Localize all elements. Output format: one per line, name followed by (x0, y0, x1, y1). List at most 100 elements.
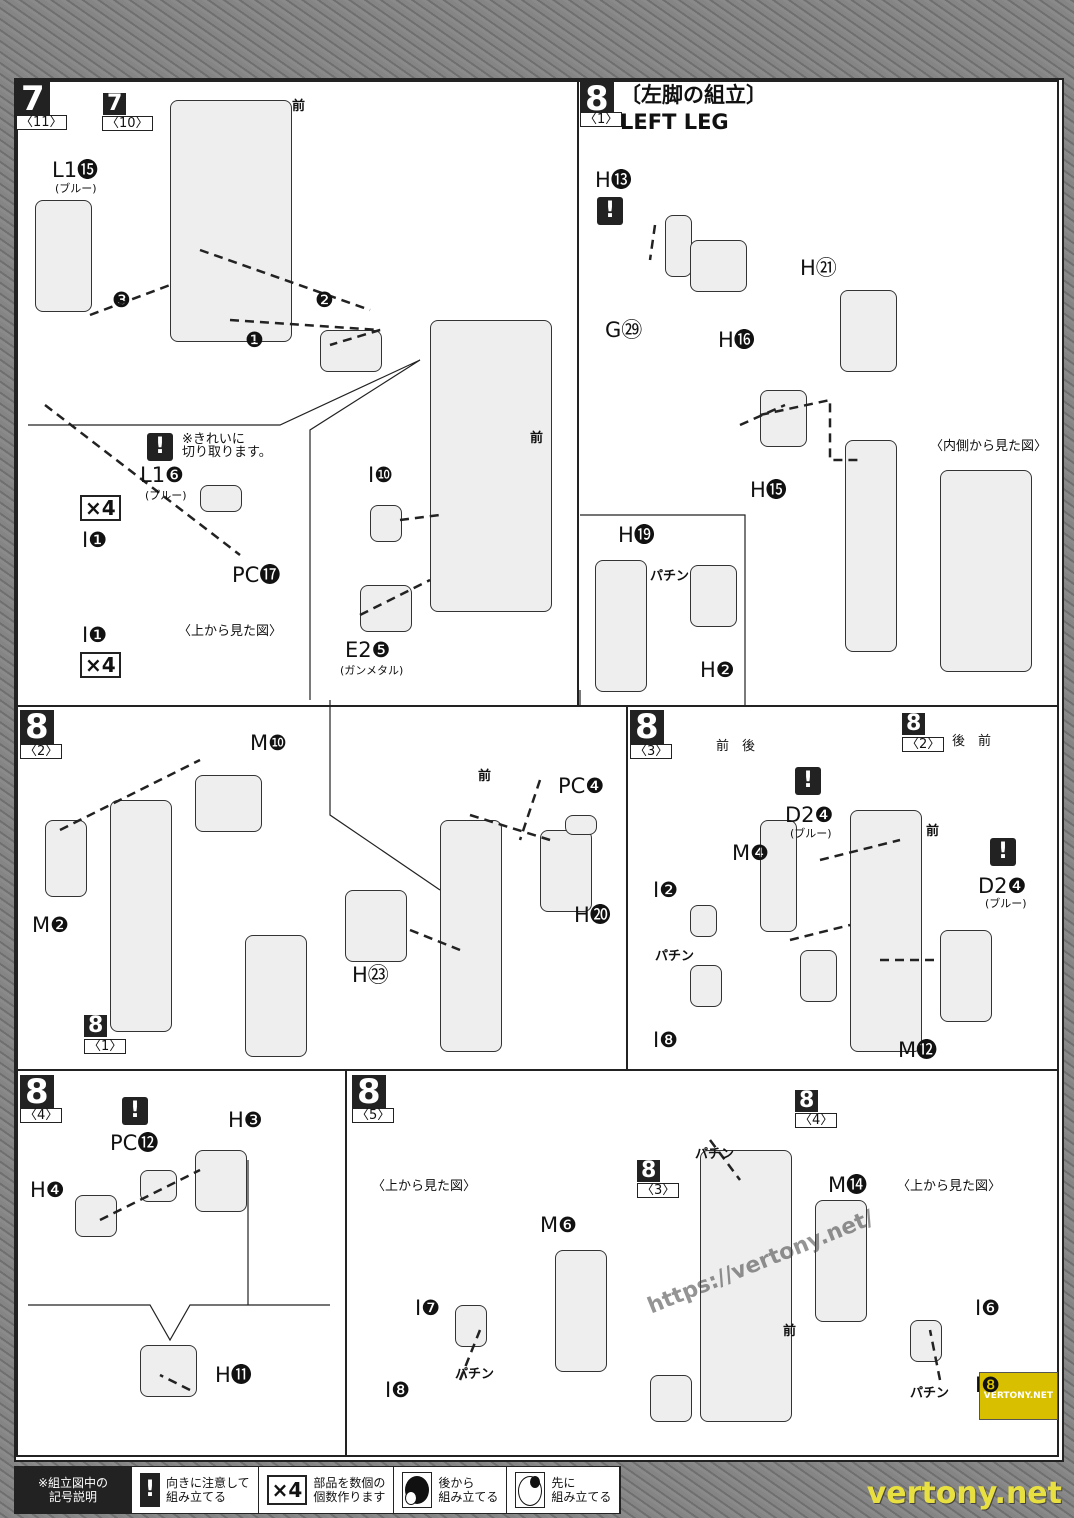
part-label-m12: M⓬ (898, 1038, 938, 1062)
part-m14 (815, 1200, 867, 1322)
step-number: 8 (637, 1160, 661, 1182)
step-sub-number: 〈4〉 (20, 1108, 63, 1123)
part-e2-5 (360, 585, 412, 632)
part-label-m4: M❹ (732, 841, 769, 865)
step-number: 8 (795, 1090, 819, 1112)
watermark-badge: VERTONY.NET (978, 1372, 1058, 1420)
part-h19 (595, 560, 647, 692)
step-8-4-panel (16, 1069, 347, 1457)
part-label-i8a: I❽ (385, 1378, 411, 1402)
multiply-icon: ×4 (266, 1475, 308, 1505)
snap-label: パチン (655, 949, 695, 964)
leg-assembly-c (850, 810, 922, 1052)
part-i8-center (650, 1375, 692, 1422)
step-sub-number: 〈3〉 (630, 744, 673, 759)
step-number: 8 (20, 710, 54, 744)
snap-label: パチン (695, 1147, 735, 1162)
inner-view-part (940, 470, 1032, 672)
part-label-m6: M❻ (540, 1213, 577, 1237)
step-number: 〈10〉 (102, 116, 153, 131)
part-pc12 (140, 1170, 177, 1202)
part-pc4 (565, 815, 597, 835)
legend-text: 後から 組み立てる (438, 1475, 499, 1504)
part-label-n1: ❶ (245, 328, 264, 352)
step-number: 8 (630, 710, 664, 744)
direction-label: 前 (530, 431, 544, 446)
part-m2 (45, 820, 87, 897)
part-label-pc4: PC❹ (558, 774, 605, 798)
step-number: 8 (20, 1075, 54, 1109)
part-label-title-en: LEFT LEG (620, 110, 729, 134)
part-label-i10: I❿ (368, 463, 394, 487)
part-label-e2-5: E2❺ (345, 638, 391, 662)
part-label-blue1: (ブルー) (790, 827, 832, 840)
legend-item-later: 後から 組み立てる (394, 1467, 508, 1513)
step-number: 8 (352, 1075, 386, 1109)
part-m4 (760, 820, 797, 932)
part-label-g29: G㉙ (605, 318, 643, 342)
step-number: 〈1〉 (84, 1039, 127, 1054)
step-sub-number: 〈11〉 (16, 115, 67, 130)
part-h15 (760, 390, 807, 447)
part-h21 (840, 290, 897, 372)
part-i7 (455, 1305, 487, 1347)
warning-icon: ! (990, 838, 1016, 866)
part-label-pc17: PC⓱ (232, 563, 281, 587)
legend-text: 先に 組み立てる (551, 1475, 612, 1504)
part-label-pc12: PC⓬ (110, 1131, 159, 1155)
part-i10 (370, 505, 402, 542)
step-number: 〈3〉 (637, 1183, 680, 1198)
part-label-h4: H❹ (30, 1178, 65, 1202)
part-label-blue2: (ブルー) (985, 897, 1027, 910)
leg-frame (845, 440, 897, 652)
part-h16 (690, 240, 747, 292)
part-label-i1b: I❶ (82, 623, 108, 647)
multiply-icon: ×4 (80, 495, 121, 521)
step-number: 8 (580, 82, 614, 116)
leg-assembly-b (440, 820, 502, 1052)
part-label-i6: I❻ (975, 1296, 1001, 1320)
assemble-first-icon (515, 1472, 546, 1508)
part-label-blue1: (ブルー) (55, 182, 97, 195)
part-label-h2: H❷ (700, 658, 735, 682)
part-label-n2: ❷ (315, 288, 334, 312)
part-h4 (75, 1195, 117, 1237)
multiply-icon: ×4 (80, 652, 121, 678)
legend-title: ※組立図中の 記号説明 (15, 1467, 132, 1513)
step-sub-number: 〈1〉 (580, 112, 623, 127)
part-label-i1a: I❶ (82, 528, 108, 552)
direction-label: 前 後 (716, 739, 756, 754)
part-label-m14: M⓮ (828, 1173, 868, 1197)
part-label-h19: H⓳ (618, 523, 655, 547)
direction-label: 前 (926, 824, 940, 839)
part-pc17 (200, 485, 242, 512)
legend-text: 部品を数個の 個数作ります (313, 1475, 386, 1504)
part-h11-group (140, 1345, 197, 1397)
step-number: 〈2〉 (902, 737, 945, 752)
leg-assembly-a (110, 800, 172, 1032)
part-label-i7: I❼ (415, 1296, 441, 1320)
part-label-h15: H⓯ (750, 478, 787, 502)
step-number: 8 (84, 1015, 108, 1037)
part-label-i2: I❷ (653, 878, 679, 902)
step-number: 7 (16, 82, 50, 116)
part-label-h11: H⓫ (215, 1363, 252, 1387)
part-h2 (690, 565, 737, 627)
part-label-gunmetal: (ガンメタル) (340, 664, 404, 677)
part-label-top-view1: 〈上から見た図〉 (372, 1179, 477, 1194)
step-number: 〈4〉 (795, 1113, 838, 1128)
part-h20 (540, 830, 592, 912)
foot-part (800, 950, 837, 1002)
legend-item-orientation: !向きに注意して 組み立てる (132, 1467, 259, 1513)
part-label-h21: H㉑ (800, 256, 837, 280)
tube-part (320, 330, 382, 372)
part-label-m10: M❿ (250, 731, 287, 755)
part-m6 (555, 1250, 607, 1372)
part-i8 (690, 965, 722, 1007)
direction-label: 前 (783, 1324, 797, 1339)
torso-assembled (430, 320, 552, 612)
snap-label: パチン (650, 569, 690, 584)
warning-icon: ! (122, 1097, 148, 1125)
part-i2 (690, 905, 717, 937)
part-label-h20: H⓴ (574, 903, 611, 927)
